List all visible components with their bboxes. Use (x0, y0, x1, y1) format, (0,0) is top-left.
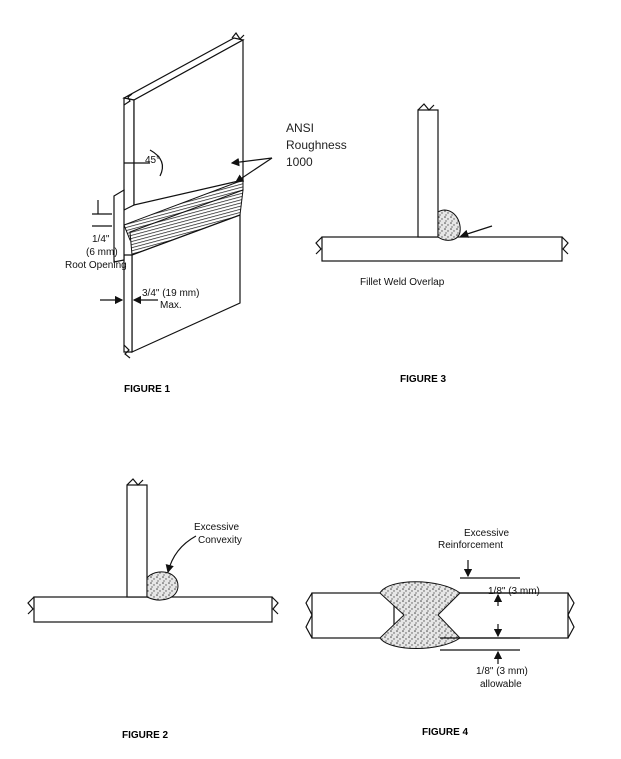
figure-2-weld-bead (146, 571, 179, 601)
figure-1-opening-line-1: 1/4" (92, 234, 110, 245)
figure-1-backing-strip (113, 188, 125, 263)
figure-3-caption: FIGURE 3 (400, 374, 447, 385)
figure-4-left-plate (311, 592, 395, 639)
figure-4-bottom-line-2: allowable (480, 679, 522, 690)
figure-1-upper-plate (122, 31, 245, 211)
figure-1-caption: FIGURE 1 (124, 384, 171, 395)
figure-3-vertical-plate (417, 109, 439, 238)
figure-1-opening-line-3: Root Opening (65, 260, 127, 271)
figure-2-label-line-1: Excessive (194, 522, 239, 533)
figure-2-base-plate (33, 596, 273, 623)
figure-4-label-line-1: Excessive (464, 528, 509, 539)
figure-1-roughness-line-2: Roughness (286, 138, 347, 152)
figure-4: Excessive Reinforcement 1/8" (3 mm) 1/8"… (305, 528, 575, 738)
figure-1-thickness-line-2: Max. (160, 300, 182, 311)
figure-1-roughness-line-1: ANSI (286, 121, 314, 135)
figure-3-weld-bead (437, 209, 461, 241)
figure-3: Fillet Weld Overlap FIGURE 3 (315, 103, 569, 385)
figure-3-base-plate (321, 236, 563, 262)
figure-1-lower-plate (123, 189, 244, 359)
figure-1-roughness-line-3: 1000 (286, 155, 313, 169)
figure-4-caption: FIGURE 4 (422, 727, 469, 738)
figure-1: 45° ANSI Roughness 1000 1/4" (6 mm) Root… (65, 31, 347, 395)
figure-4-label-line-2: Reinforcement (438, 540, 503, 551)
figure-2: Excessive Convexity FIGURE 2 (27, 478, 279, 741)
figure-4-top-dim: 1/8" (3 mm) (488, 586, 540, 597)
figure-1-thickness-line-1: 3/4" (19 mm) (142, 288, 199, 299)
figure-2-caption: FIGURE 2 (122, 730, 169, 741)
figure-1-angle-label: 45° (145, 155, 160, 166)
figure-2-vertical-plate (126, 484, 148, 598)
figure-3-label: Fillet Weld Overlap (360, 277, 445, 288)
figure-2-label-line-2: Convexity (198, 535, 242, 546)
figure-4-bottom-line-1: 1/8" (3 mm) (476, 666, 528, 677)
figure-1-opening-line-2: (6 mm) (86, 247, 118, 258)
